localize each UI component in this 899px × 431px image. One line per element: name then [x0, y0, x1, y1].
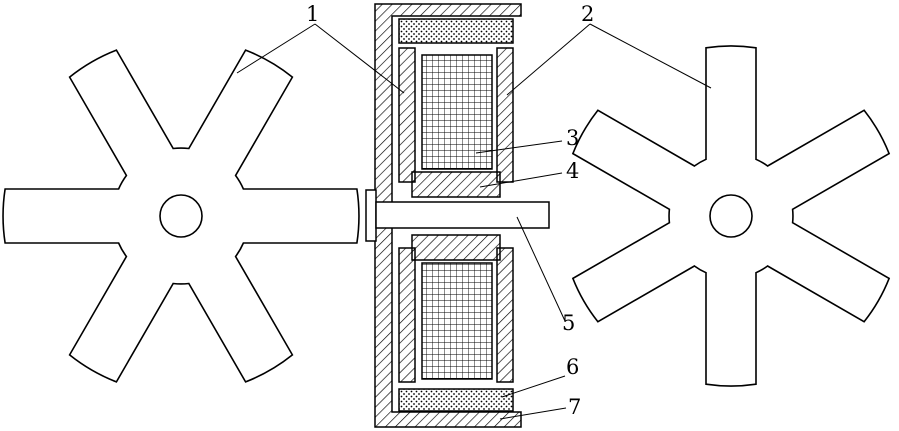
lower-left-pole	[398, 247, 416, 383]
lower-coil	[421, 262, 493, 380]
right-rotor-disk	[571, 45, 891, 387]
left-rotor-disk	[2, 49, 360, 383]
stator-cross-section	[365, 3, 550, 428]
callout-6: 6	[566, 355, 579, 379]
leader-lines	[236, 23, 712, 420]
shaft-collar	[365, 189, 377, 242]
shaft	[375, 201, 550, 229]
outer-yoke	[374, 3, 522, 428]
callout-2: 2	[581, 2, 594, 26]
upper-right-pole	[496, 47, 514, 183]
lower-bush	[411, 234, 501, 261]
top-insulation	[398, 18, 514, 44]
callout-1: 1	[306, 2, 319, 26]
upper-coil	[421, 54, 493, 170]
bottom-insulation	[398, 388, 514, 412]
lower-right-pole	[496, 247, 514, 383]
callout-3: 3	[566, 126, 579, 150]
upper-left-pole	[398, 47, 416, 183]
callout-labels: 1 2 3 4 5 6 7	[306, 2, 594, 419]
callout-7: 7	[568, 395, 581, 419]
callout-5: 5	[562, 311, 575, 335]
upper-bush	[411, 171, 501, 198]
callout-4: 4	[566, 159, 579, 183]
